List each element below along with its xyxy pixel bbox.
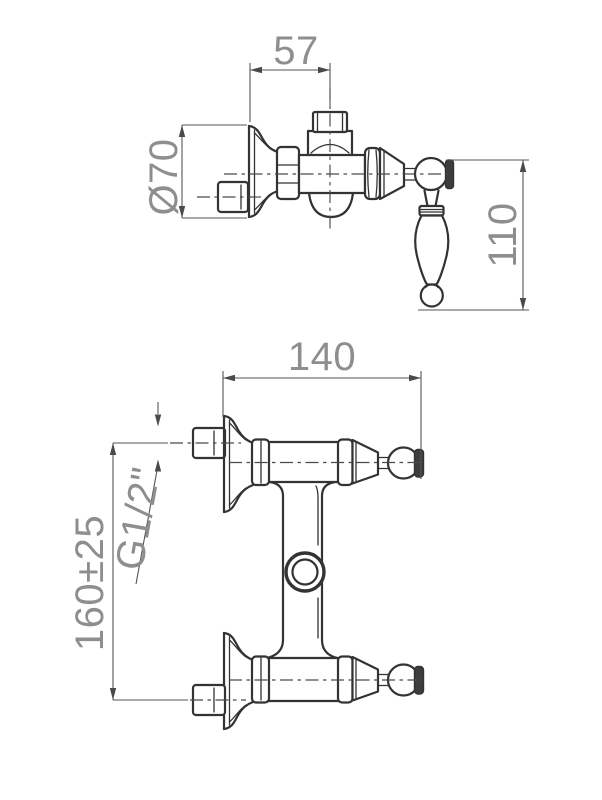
fv-lower-escutcheon <box>222 631 255 731</box>
fv-column-left-edge <box>265 480 285 660</box>
sv-cartridge <box>363 146 418 201</box>
fv-boss-inner-circle <box>291 558 319 586</box>
dim-70-arrow-bottom <box>178 206 186 218</box>
dim-g12-arrow-up <box>154 459 162 472</box>
dim-70-label: Ø70 <box>142 138 186 215</box>
dim-top-width-57: 57 <box>249 29 331 122</box>
front-view: 140 G1/2" 160±25 <box>68 335 425 731</box>
dim-g12-label: G1/2" <box>108 464 169 573</box>
dim-flange-diameter-70: Ø70 <box>142 124 247 219</box>
side-view: 57 Ø70 110 <box>142 29 529 311</box>
sv-handle-neck <box>423 189 440 208</box>
fv-upper-cartridge <box>336 438 425 487</box>
fv-upper-cone-cap <box>351 438 380 485</box>
sv-cartridge-nut-arc-1 <box>367 149 370 198</box>
fv-upper-escutcheon <box>222 414 255 514</box>
dim-57-label: 57 <box>273 29 319 73</box>
sv-knob-neck-lines <box>425 283 439 289</box>
sv-centerlines <box>197 88 452 233</box>
dim-160-label: 160±25 <box>68 515 112 651</box>
dim-57-arrow-right <box>318 66 330 74</box>
sv-bell-bottom <box>247 189 280 219</box>
dim-g12-leader-line <box>135 471 158 585</box>
sv-collar-lines <box>420 208 443 213</box>
fv-column-inner-line <box>315 485 319 639</box>
sv-bottom-port-arc <box>307 191 355 219</box>
sv-handle-body <box>414 214 450 286</box>
dim-70-arrow-top <box>178 125 186 137</box>
dim-140-label: 140 <box>288 335 356 379</box>
sv-bell-top-detail <box>253 132 272 150</box>
sv-hex-nut <box>275 145 301 201</box>
dim-handle-length-110: 110 <box>418 159 529 311</box>
sv-escutcheon <box>247 124 280 219</box>
sv-handle-collar <box>418 204 445 217</box>
fv-upper-bell-top <box>222 414 255 445</box>
sv-lever-handle <box>414 189 450 308</box>
fv-centerlines <box>170 442 420 701</box>
fv-lower-bell-top-detail <box>228 639 247 658</box>
sv-cone-cap <box>378 146 406 201</box>
sv-bell-top <box>247 124 280 154</box>
sv-bell-bottom-detail <box>253 193 272 211</box>
dim-mounting-distance-160: 160±25 <box>68 442 188 701</box>
dim-overall-width-140: 140 <box>222 335 422 479</box>
fv-upper-bell-bottom <box>222 483 255 514</box>
dim-140-arrow-left <box>223 374 235 382</box>
fv-lower-cone-cap <box>351 655 380 702</box>
fv-lower-bell-bottom-detail <box>228 704 247 723</box>
dim-thread-g12: G1/2" <box>108 402 169 585</box>
dim-160-arrow-bottom <box>109 688 117 700</box>
fv-lower-bell-top <box>222 631 255 662</box>
fv-column <box>265 480 339 660</box>
dim-57-arrow-left <box>250 66 262 74</box>
dim-160-arrow-top <box>109 443 117 455</box>
fv-lower-tube-lines <box>267 656 340 703</box>
dim-110-label: 110 <box>481 202 525 267</box>
fv-lower-bell-bottom <box>222 700 255 731</box>
fv-upper-tube-lines <box>267 440 340 484</box>
dim-110-arrow-bottom <box>519 298 527 310</box>
sv-valve-body <box>275 110 367 219</box>
dim-140-arrow-right <box>409 374 421 382</box>
sv-handle-knob <box>419 283 444 308</box>
dim-g12-arrow-down <box>154 414 162 427</box>
fv-upper-bell-top-detail <box>228 422 247 441</box>
fv-upper-ball-end-cap <box>413 448 425 478</box>
dim-110-arrow-top <box>519 160 527 172</box>
fv-upper-bell-bottom-detail <box>228 487 247 506</box>
